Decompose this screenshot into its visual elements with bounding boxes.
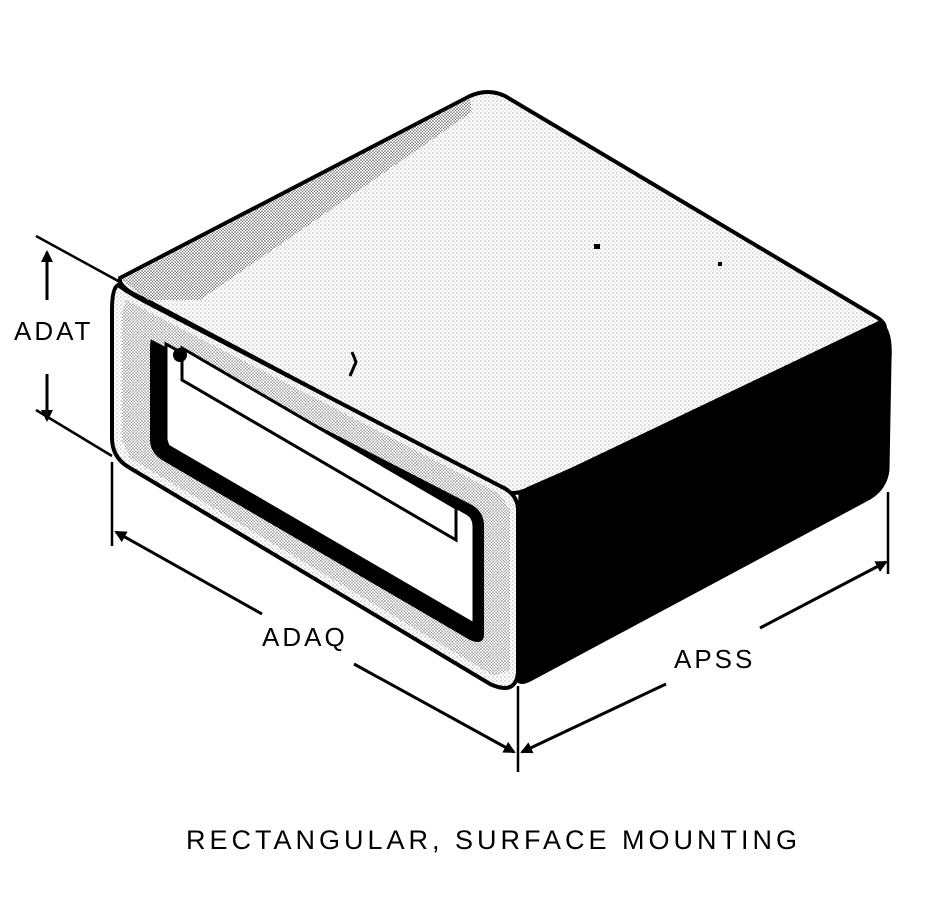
top-face-speck [718, 262, 722, 266]
window-pin [173, 348, 187, 362]
width-dimension-line [759, 560, 888, 630]
figure-caption: RECTANGULAR, SURFACE MOUNTING [186, 825, 801, 855]
length-dimension-line [114, 530, 263, 616]
length-dimension-line [353, 662, 516, 754]
length-label: ADAQ [262, 622, 348, 652]
window-slot [180, 345, 458, 543]
height-label: ADAT [14, 316, 93, 346]
width-label: APSS [674, 644, 755, 674]
height-extension-top [35, 234, 121, 284]
top-face-speck [594, 244, 600, 249]
top-face-shading [122, 98, 472, 300]
width-dimension-line [520, 682, 667, 754]
top-face-speck [348, 351, 358, 377]
